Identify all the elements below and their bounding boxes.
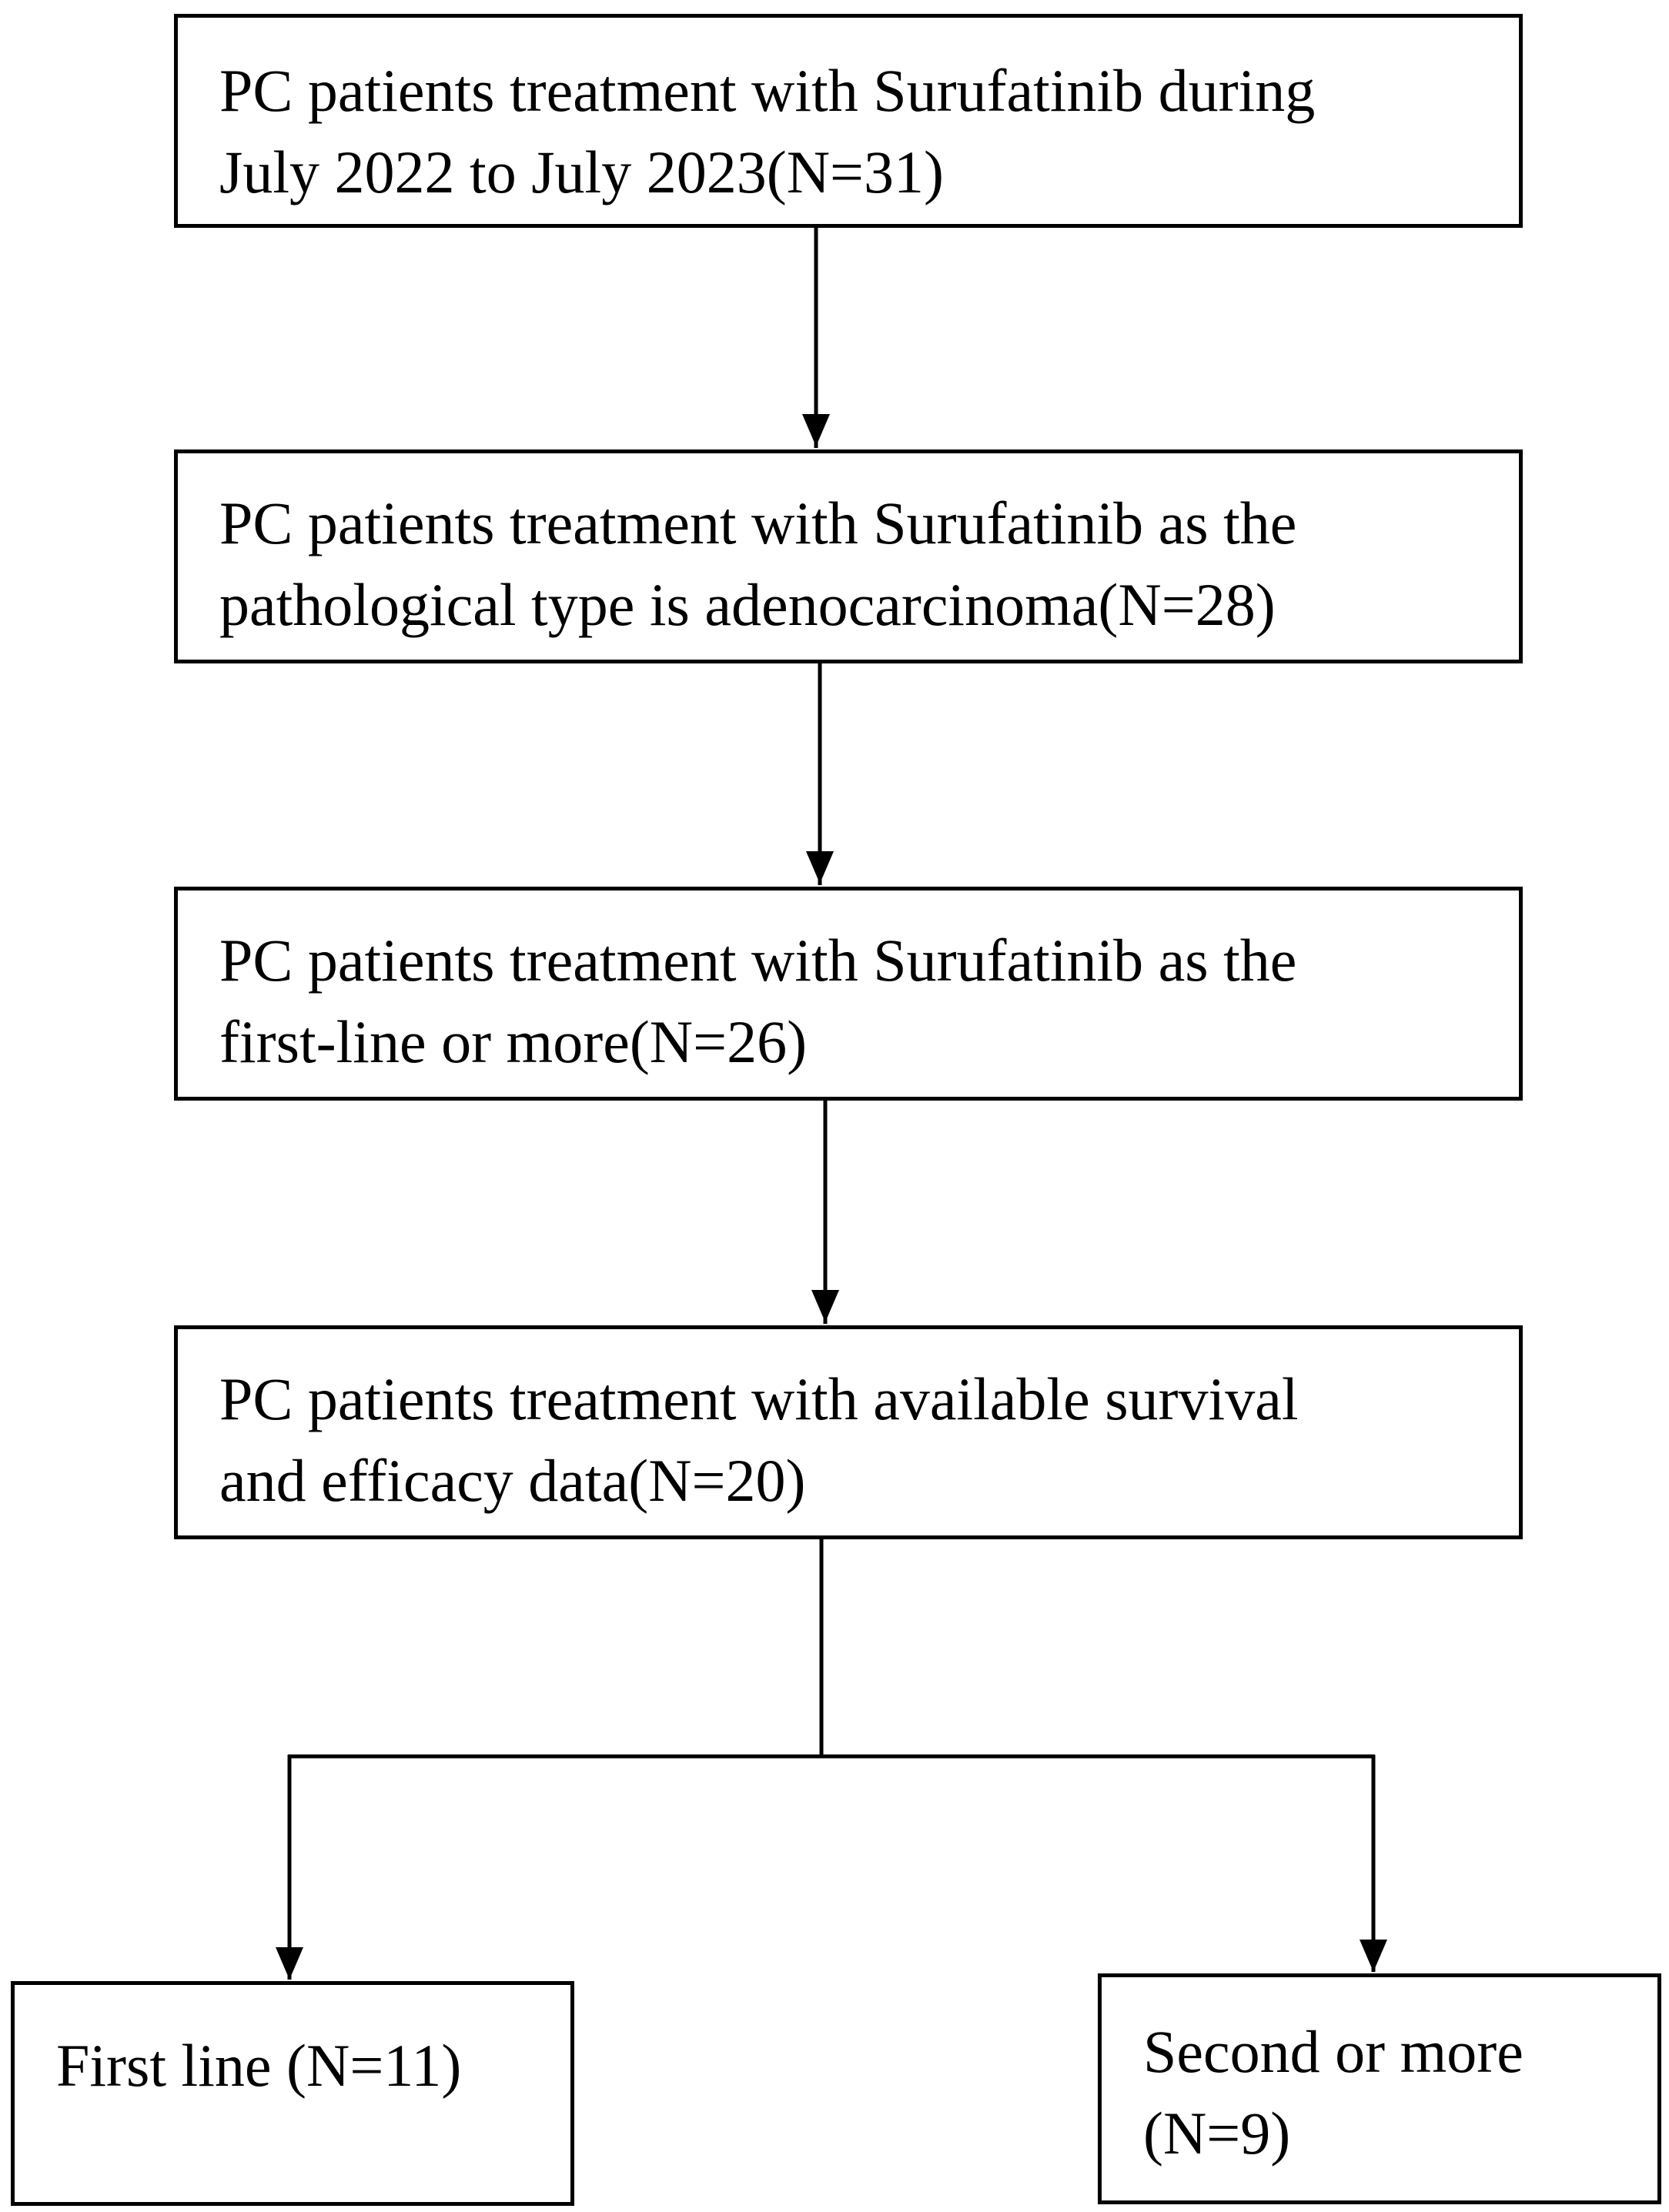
step-1-text: PC patients treatment with Surufatinib d… [219, 50, 1315, 213]
branch-box-second-or-more: Second or more (N=9) [1098, 1973, 1661, 2204]
step-4-text: PC patients treatment with available sur… [219, 1358, 1299, 1522]
step-box-1: PC patients treatment with Surufatinib d… [174, 14, 1523, 228]
branch-second-or-more-line-2: (N=9) [1143, 2100, 1291, 2167]
arrowhead-first-line [276, 1947, 303, 1980]
step-1-line-1: PC patients treatment with Surufatinib d… [219, 57, 1316, 124]
step-3-text: PC patients treatment with Surufatinib a… [219, 920, 1296, 1083]
arrowhead-step2 [802, 414, 830, 446]
step-4-line-2: and efficacy data(N=20) [219, 1447, 806, 1514]
branch-second-or-more-line-1: Second or more [1143, 2018, 1524, 2085]
step-box-3: PC patients treatment with Surufatinib a… [174, 887, 1523, 1101]
step-2-line-1: PC patients treatment with Surufatinib a… [219, 490, 1297, 556]
arrowhead-step4 [811, 1290, 839, 1322]
step-2-text: PC patients treatment with Surufatinib a… [219, 483, 1296, 646]
step-box-4: PC patients treatment with available sur… [174, 1325, 1523, 1539]
branch-first-line-text: First line (N=11) [56, 2025, 461, 2107]
branch-box-first-line: First line (N=11) [11, 1981, 574, 2206]
branch-first-line-line-1: First line (N=11) [56, 2032, 462, 2099]
step-2-line-2: pathological type is adenocarcinoma(N=28… [219, 571, 1276, 638]
step-4-line-1: PC patients treatment with available sur… [219, 1365, 1299, 1432]
arrowhead-step3 [806, 851, 834, 884]
step-3-line-2: first-line or more(N=26) [219, 1008, 808, 1075]
step-1-line-2: July 2022 to July 2023(N=31) [219, 139, 944, 205]
step-3-line-1: PC patients treatment with Surufatinib a… [219, 927, 1297, 994]
arrowhead-second-or-more [1360, 1940, 1387, 1972]
branch-second-or-more-text: Second or more (N=9) [1143, 2011, 1524, 2174]
step-box-2: PC patients treatment with Surufatinib a… [174, 449, 1523, 663]
